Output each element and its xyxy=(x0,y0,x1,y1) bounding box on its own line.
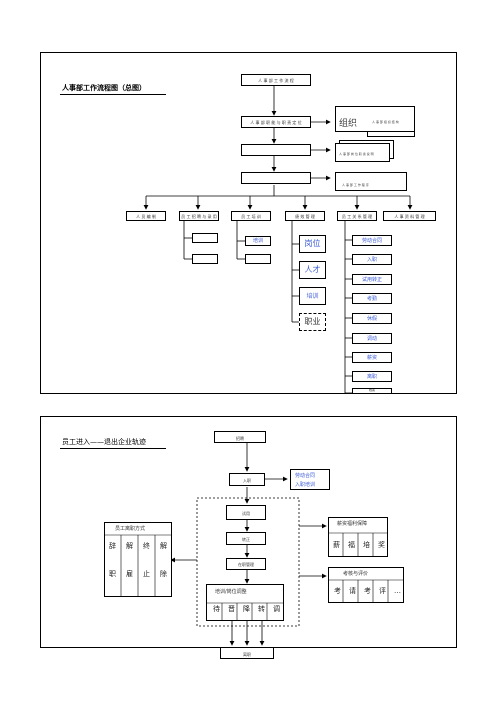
regular-box: 转正 xyxy=(226,532,266,545)
adjust-item-1: 待 xyxy=(213,605,220,613)
adjust-item-2: 晋 xyxy=(228,605,235,613)
org-note-label: 组织 xyxy=(339,119,358,129)
sub-d-4: 职业 xyxy=(299,313,326,331)
duty-note-text: 人 事 部 岗 位 职 责 说 明 xyxy=(339,152,374,156)
eval-title: 考核与评价 xyxy=(343,571,369,577)
sub-e-9: 档案 xyxy=(352,388,392,394)
eval-item-4: 评 xyxy=(379,587,386,595)
sub-e-4: 考勤 xyxy=(352,293,392,304)
level2-box-1: 人 员 编 制 xyxy=(126,211,166,221)
lifecycle-title: 员工进入——退出企业轨迹 xyxy=(62,438,146,446)
entry-note-line-2: 入职培训 xyxy=(295,482,316,488)
sub-e-6: 调动 xyxy=(352,333,392,344)
benefit-title: 薪资福利保障 xyxy=(337,521,368,527)
eval-item-2: 请 xyxy=(349,587,356,595)
hr-workflow-box: 人 事 部 工 作 流 程 xyxy=(241,74,311,86)
entry-note-line-1: 劳动合同 xyxy=(295,473,316,479)
benefit-item-1: 薪 xyxy=(333,541,340,549)
sub-e-3: 试用转正 xyxy=(352,274,392,285)
adjust-box: 培训/岗位调整 待 晋 降 转 调 xyxy=(206,584,284,621)
overview-title-underline xyxy=(60,94,166,95)
sub-e-2: 入职 xyxy=(352,254,392,265)
exit-item-4a: 解 xyxy=(160,542,167,550)
overview-title: 人事部工作流程图（总图） xyxy=(62,84,146,92)
exit-item-3b: 止 xyxy=(143,570,150,578)
hr-step-box-2 xyxy=(241,144,311,156)
entry-box: 入职 xyxy=(229,473,265,486)
sub-b-2 xyxy=(192,254,218,264)
sub-c-2 xyxy=(245,254,271,264)
eval-item-1: 考 xyxy=(334,587,341,595)
recruit-box: 招聘 xyxy=(214,431,266,443)
exit-item-4b: 除 xyxy=(160,570,167,578)
exit-item-2a: 解 xyxy=(126,542,133,550)
benefit-item-2: 福 xyxy=(348,541,355,549)
sub-b-1 xyxy=(192,233,218,243)
benefit-item-3: 培 xyxy=(363,541,370,549)
level2-box-6: 人 事 资 料 管 理 xyxy=(383,211,436,221)
lifecycle-title-underline xyxy=(60,448,166,449)
level2-box-3: 员 工 培 训 xyxy=(231,211,271,221)
sub-e-8: 离职 xyxy=(352,371,392,382)
adjust-title: 培训/岗位调整 xyxy=(215,589,247,595)
eval-item-5: … xyxy=(394,587,401,595)
procedure-note: 人 事 部 工 作 程 序 xyxy=(335,172,407,191)
sub-d-3: 培训 xyxy=(299,287,326,305)
org-note: 组织 人 事 部 组 织 结 构 xyxy=(335,106,415,132)
resign-box: 离职 xyxy=(220,647,274,659)
entry-note: 劳动合同 入职培训 xyxy=(290,469,330,490)
hr-function-box: 人 事 部 职 能 与 职 责 定 位 xyxy=(241,116,311,128)
exit-item-2b: 雇 xyxy=(126,570,133,578)
hr-step-box-3 xyxy=(241,172,311,184)
sub-e-7: 薪资 xyxy=(352,352,392,363)
sub-e-5: 休假 xyxy=(352,313,392,324)
duty-note: 人 事 部 岗 位 职 责 说 明 xyxy=(335,143,390,162)
procedure-note-text: 人 事 部 工 作 程 序 xyxy=(342,183,369,187)
exit-item-3a: 终 xyxy=(143,542,150,550)
adjust-item-5: 调 xyxy=(273,605,280,613)
trial-box: 试用 xyxy=(226,505,266,520)
sub-e-1: 劳动合同 xyxy=(352,235,392,246)
sub-c-1: 培训 xyxy=(245,236,271,246)
eval-box: 考核与评价 考 请 考 评 … xyxy=(328,567,404,603)
adjust-item-4: 转 xyxy=(258,605,265,613)
sub-d-1: 岗位 xyxy=(299,235,326,253)
exit-title: 员工离职方式 xyxy=(115,526,146,532)
exit-item-1b: 职 xyxy=(109,570,116,578)
inservice-box: 在职管理 xyxy=(226,558,266,570)
exit-item-1a: 辞 xyxy=(109,542,116,550)
level2-box-5: 员 工 关 系 管 理 xyxy=(337,211,377,221)
sub-d-2: 人才 xyxy=(299,261,326,279)
adjust-item-3: 降 xyxy=(243,605,250,613)
level2-box-2: 员 工 招 聘 与 录 用 xyxy=(179,211,219,221)
eval-item-3: 考 xyxy=(364,587,371,595)
level2-box-4: 绩 效 管 理 xyxy=(285,211,325,221)
benefit-item-4: 奖 xyxy=(378,541,385,549)
org-note-small: 人 事 部 组 织 结 构 xyxy=(372,120,399,124)
